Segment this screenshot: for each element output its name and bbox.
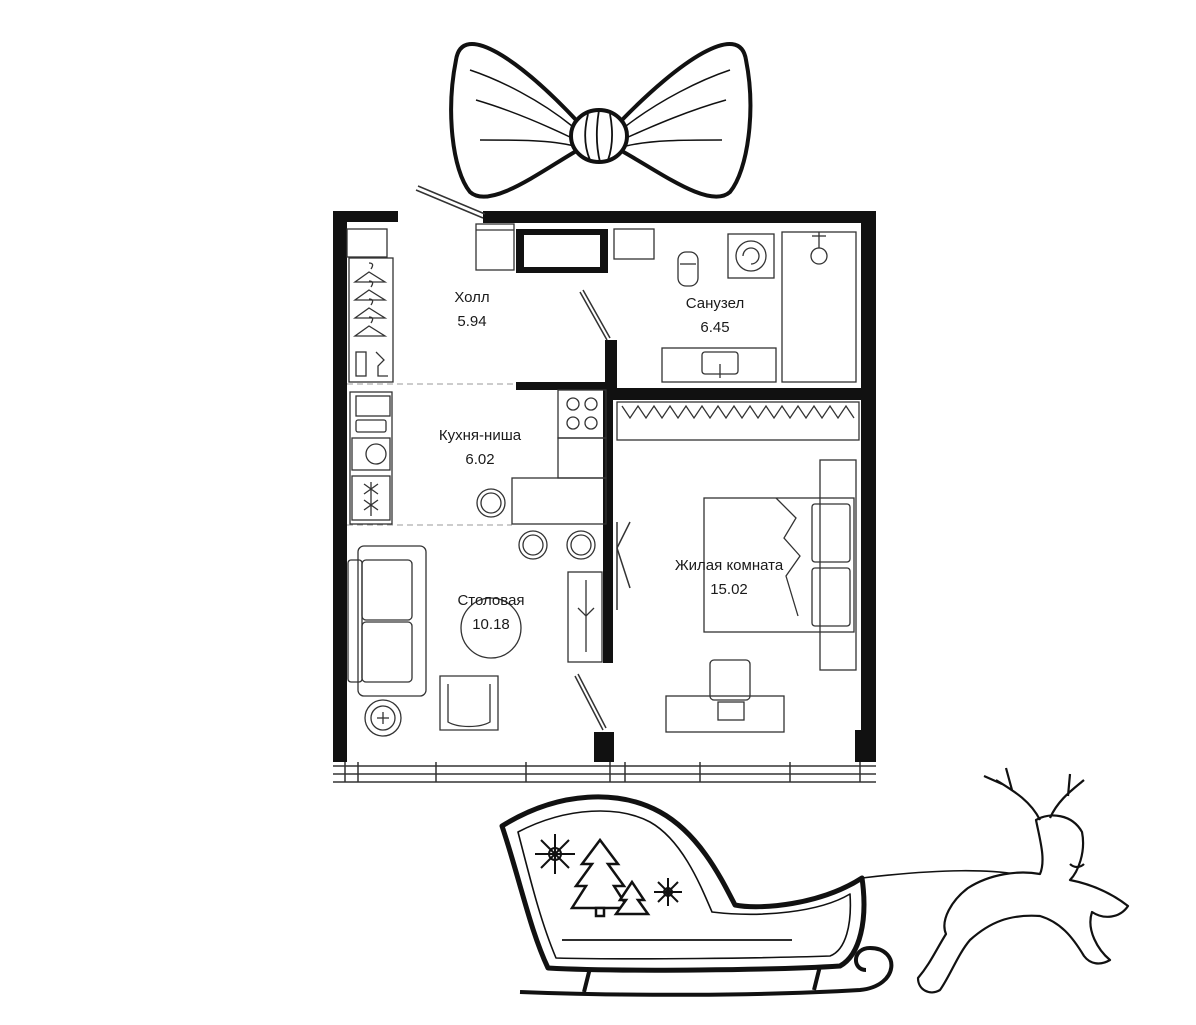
reindeer-icon: [916, 767, 1130, 994]
hanger-icon: [352, 262, 388, 337]
kitchen-fixtures: [349, 389, 607, 560]
sofa-icon: [347, 545, 427, 697]
armchair-icon: [439, 675, 499, 731]
desk-icon: [665, 659, 785, 733]
hall-cabinet: [475, 223, 515, 271]
zone-dividers: [347, 383, 516, 526]
windows: [333, 762, 876, 783]
washing-machine-icon: [727, 233, 775, 279]
dining-table-icon: [460, 597, 522, 659]
fridge-icon: [351, 475, 391, 521]
wall-inner-fill: [524, 235, 600, 267]
christmas-tree-icon: [569, 837, 651, 918]
shower-icon: [781, 231, 857, 383]
bow-icon: [449, 41, 753, 199]
room-name: Столовая: [457, 592, 525, 609]
wardrobe-living: [616, 401, 860, 441]
room-name: Холл: [454, 289, 490, 306]
doors: [415, 185, 631, 731]
chair-icon: [476, 488, 506, 518]
room-area: 6.02: [465, 451, 495, 468]
wardrobe: [346, 228, 394, 383]
room-name: Санузел: [685, 295, 745, 312]
tv-stand-icon: [567, 571, 603, 663]
room-label-living: Жилая комната 15.02: [664, 554, 794, 602]
sleigh-icon: [499, 794, 1041, 997]
room-label-kitchen: Кухня-ниша 6.02: [418, 424, 542, 472]
room-name: Кухня-ниша: [438, 427, 522, 444]
bed-icon: [703, 459, 857, 671]
room-area: 6.45: [700, 319, 730, 336]
room-label-dining: Столовая 10.18: [446, 589, 536, 637]
room-area: 5.94: [457, 313, 487, 330]
room-area: 10.18: [472, 616, 510, 633]
room-label-bathroom: Санузел 6.45: [670, 292, 760, 340]
plant-icon: [364, 699, 402, 737]
kitchen-sink-icon: [355, 395, 391, 433]
stove-icon: [557, 389, 607, 439]
walls: [333, 211, 876, 762]
room-name: Жилая комната: [674, 557, 784, 574]
sink-icon: [661, 347, 777, 383]
room-area: 15.02: [710, 581, 748, 598]
snowflake-icon: [535, 834, 682, 906]
dishwasher-icon: [351, 437, 391, 471]
living-furniture: [616, 401, 860, 733]
dining-furniture: [347, 545, 603, 737]
toilet-icon: [677, 251, 699, 287]
room-label-hall: Холл 5.94: [432, 286, 512, 334]
bathroom-fixtures: [613, 228, 857, 383]
